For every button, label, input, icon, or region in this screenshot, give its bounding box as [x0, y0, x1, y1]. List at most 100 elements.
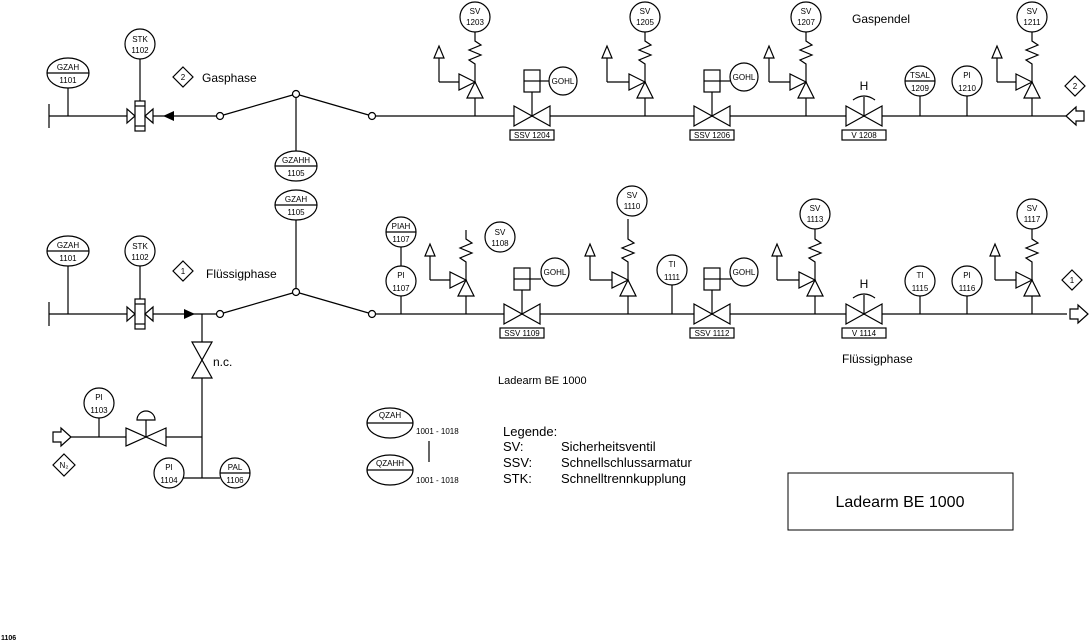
instrument-stk-1102-top: STK 1102 — [124, 28, 156, 60]
svg-text:PI: PI — [963, 271, 971, 280]
flow-arrow-icon — [163, 111, 174, 121]
title-box: Ladearm BE 1000 — [787, 472, 1014, 531]
svg-text:1203: 1203 — [466, 18, 484, 27]
safety-valve-1203: SV 1203 — [433, 1, 491, 116]
svg-text:SV: SV — [627, 191, 638, 200]
svg-text:1101: 1101 — [59, 254, 77, 263]
safety-valve-1110: SV 1110 — [584, 185, 648, 314]
svg-text:STK: STK — [132, 35, 148, 44]
svg-text:QZAHH: QZAHH — [376, 459, 404, 468]
svg-text:1: 1 — [1070, 276, 1075, 285]
instrument-stk-1102-bottom: STK 1102 — [124, 235, 156, 267]
svg-text:SV: SV — [1027, 204, 1038, 213]
label-ladearm-mid: Ladearm BE 1000 — [498, 375, 587, 387]
instrument-pi-1116: PI 1116 — [951, 265, 983, 314]
svg-text:Schnellschlussarmatur: Schnellschlussarmatur — [561, 455, 692, 470]
n2-branch — [71, 314, 220, 479]
svg-text:1116: 1116 — [959, 284, 976, 293]
safety-valve-1117: SV 1117 — [989, 198, 1048, 314]
svg-text:SSV 1109: SSV 1109 — [504, 329, 540, 338]
svg-text:1207: 1207 — [797, 18, 815, 27]
ssv-1112: GOHL SSV 1112 — [689, 257, 759, 339]
svg-text:2: 2 — [181, 73, 186, 82]
open-arrow-icon — [1065, 105, 1085, 127]
instrument-gzah-1101-top: GZAH 1101 — [46, 57, 90, 89]
safety-valve-1205: SV 1205 — [601, 1, 661, 116]
safety-valve-1207: SV 1207 — [763, 1, 822, 116]
coupling-icon — [126, 81, 154, 132]
svg-text:1102: 1102 — [131, 253, 149, 262]
svg-text:1211: 1211 — [1023, 18, 1041, 27]
svg-text:1209: 1209 — [911, 84, 929, 93]
svg-text:PI: PI — [397, 271, 405, 280]
svg-text:Schnelltrennkupplung: Schnelltrennkupplung — [561, 471, 686, 486]
svg-text:SSV 1206: SSV 1206 — [694, 131, 731, 140]
svg-text:Ladearm BE 1000: Ladearm BE 1000 — [836, 494, 965, 511]
instrument-gzah-1105: GZAH 1105 — [274, 189, 318, 221]
legend-text: Legende: SV: Sicherheitsventil SSV: Schn… — [503, 424, 692, 486]
connector-n2: N₂ — [52, 453, 76, 477]
svg-text:SV: SV — [801, 7, 812, 16]
svg-text:SSV 1204: SSV 1204 — [514, 131, 551, 140]
label-corner: 1106 — [1, 635, 16, 642]
svg-text:H: H — [860, 277, 869, 291]
svg-text:STK: STK — [132, 242, 148, 251]
label-fluessigphase-left: Flüssigphase — [206, 267, 277, 281]
svg-text:PI: PI — [95, 393, 103, 402]
svg-text:STK:: STK: — [503, 471, 532, 486]
svg-text:Sicherheitsventil: Sicherheitsventil — [561, 439, 656, 454]
ssv-1109: GOHL SSV 1109 — [499, 257, 570, 339]
connector-liquid-right: 1 — [1061, 269, 1083, 291]
instrument-pi-1104: PI 1104 — [153, 457, 185, 489]
svg-text:1105: 1105 — [287, 169, 305, 178]
svg-text:PI: PI — [165, 463, 173, 472]
legend-symbols: QZAH QZAHH 1001 - 1018 1001 - 1018 — [366, 407, 459, 486]
svg-text:1205: 1205 — [636, 18, 654, 27]
v-1114: H V 1114 — [841, 277, 887, 339]
svg-text:1113: 1113 — [807, 215, 824, 224]
svg-text:SSV:: SSV: — [503, 455, 532, 470]
svg-text:GZAHH: GZAHH — [282, 156, 310, 165]
svg-text:2: 2 — [1073, 82, 1078, 91]
open-arrow-icon — [1069, 303, 1089, 325]
svg-text:PIAH: PIAH — [392, 222, 411, 231]
svg-text:TSAL: TSAL — [910, 71, 931, 80]
instrument-gzah-1101-bottom: GZAH 1101 — [46, 235, 90, 267]
svg-text:1107: 1107 — [392, 235, 410, 244]
svg-text:TI: TI — [668, 260, 675, 269]
ssv-1206: GOHL SSV 1206 — [689, 62, 759, 141]
svg-text:TI: TI — [916, 271, 923, 280]
safety-valve-1108: SV 1108 — [424, 221, 516, 314]
svg-text:1: 1 — [181, 267, 186, 276]
instrument-pi-1210: PI 1210 — [951, 65, 983, 116]
instrument-ti-1115: TI 1115 — [904, 265, 936, 314]
legend-title: Legende: — [503, 424, 557, 439]
instrument-pi-1107: PI 1107 — [385, 265, 417, 314]
svg-text:1117: 1117 — [1024, 215, 1041, 224]
svg-text:V 1208: V 1208 — [851, 131, 877, 140]
svg-text:PAL: PAL — [228, 463, 243, 472]
label-gaspendel: Gaspendel — [852, 12, 910, 26]
svg-text:1210: 1210 — [958, 84, 976, 93]
svg-text:SV: SV — [495, 228, 506, 237]
svg-text:GOHL: GOHL — [733, 73, 756, 82]
label-gasphase: Gasphase — [202, 71, 257, 85]
svg-text:1001 - 1018: 1001 - 1018 — [416, 476, 459, 485]
label-fluessigphase-right: Flüssigphase — [842, 352, 913, 366]
svg-text:1101: 1101 — [59, 76, 77, 85]
open-arrow-icon — [52, 426, 72, 448]
svg-text:1115: 1115 — [912, 284, 929, 293]
svg-text:GZAH: GZAH — [285, 195, 307, 204]
svg-text:1108: 1108 — [491, 239, 509, 248]
instrument-piah-1107: PIAH 1107 — [385, 216, 417, 266]
svg-text:1105: 1105 — [287, 208, 305, 217]
v-1208: H V 1208 — [841, 79, 887, 141]
svg-text:SV:: SV: — [503, 439, 523, 454]
svg-text:SV: SV — [470, 7, 481, 16]
connector-gas-left: 2 — [172, 66, 194, 88]
svg-text:1102: 1102 — [131, 46, 149, 55]
instrument-pal-1106: PAL 1106 — [219, 457, 251, 489]
ssv-1204: GOHL SSV 1204 — [509, 66, 578, 141]
safety-valve-1211: SV 1211 — [991, 1, 1048, 116]
